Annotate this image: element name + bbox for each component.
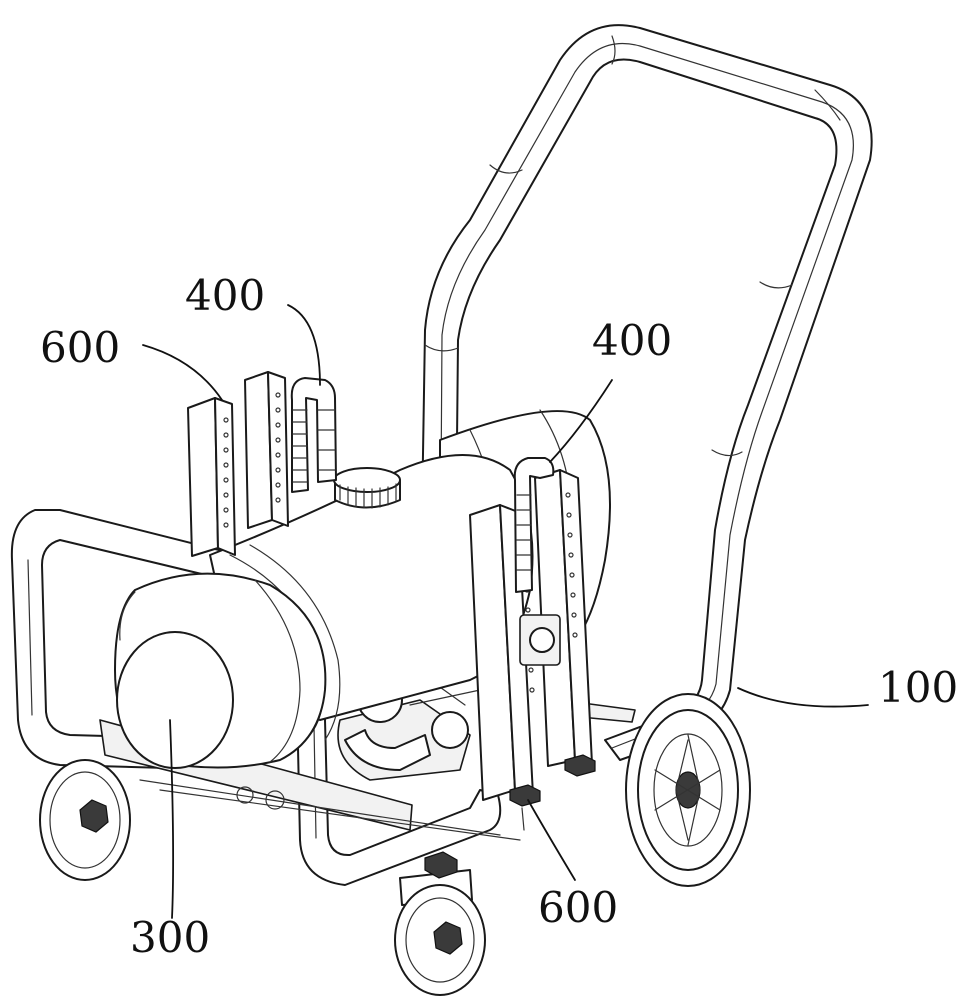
left-bracket [187, 371, 289, 557]
fill-cap [333, 467, 401, 509]
left-nozzle [290, 377, 337, 493]
label-400-right: 400 [592, 316, 672, 365]
rear-wheel [625, 693, 751, 887]
leader-600-right [527, 799, 576, 881]
right-nozzle [513, 457, 555, 593]
label-600-right: 600 [538, 883, 618, 932]
label-400-left: 400 [185, 271, 265, 320]
leader-600-left [142, 344, 223, 401]
right-bracket [469, 469, 596, 831]
leader-100 [737, 687, 869, 708]
leader-400-left [287, 304, 321, 386]
label-100: 100 [878, 663, 958, 712]
leader-lines [142, 304, 869, 919]
front-caster-wheel [394, 851, 486, 996]
leader-300 [169, 719, 175, 919]
label-300: 300 [130, 913, 210, 962]
label-600-left: 600 [40, 323, 120, 372]
leader-400-right [549, 379, 613, 463]
front-left-wheel [39, 759, 131, 881]
